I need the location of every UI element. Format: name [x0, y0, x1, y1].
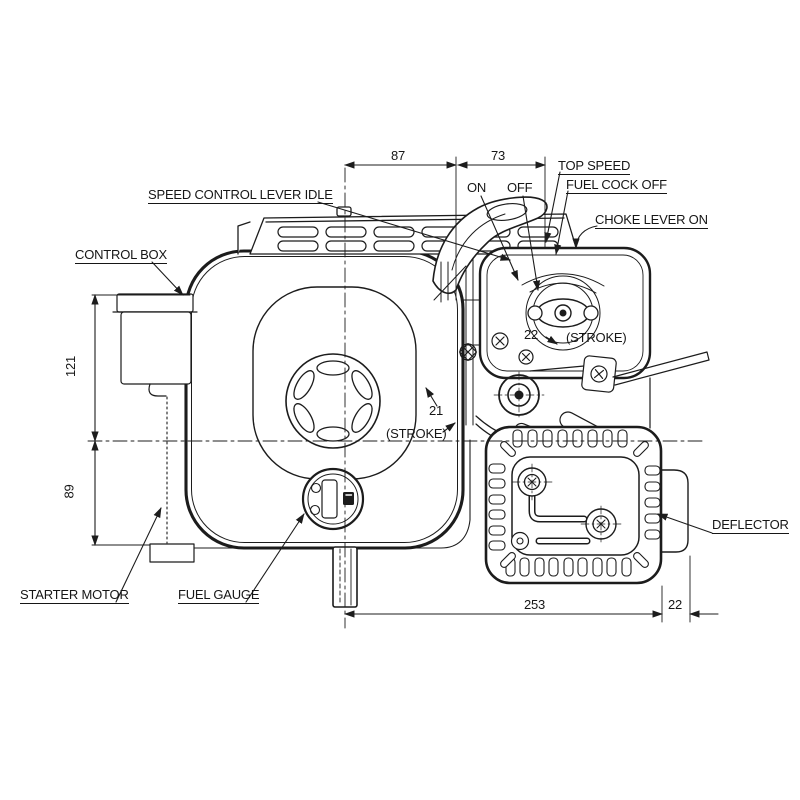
- recoil-starter: [285, 353, 381, 449]
- label-stroke-tank: (STROKE): [566, 330, 627, 345]
- governor-pivot: [493, 371, 545, 419]
- label-choke-lever-on: CHOKE LEVER ON: [595, 212, 708, 229]
- label-speed-control-lever: SPEED CONTROL LEVER IDLE: [148, 187, 333, 204]
- label-top-speed: TOP SPEED: [558, 158, 631, 175]
- starter-motor-outline: [149, 396, 471, 563]
- label-stroke-carb: (STROKE): [386, 426, 447, 441]
- centerlines: [87, 167, 706, 629]
- dim-top-right: 73: [491, 148, 506, 163]
- label-on: ON: [467, 180, 487, 195]
- leader-lines: [115, 171, 713, 603]
- label-deflector: DEFLECTOR: [712, 517, 789, 534]
- dimension-lines: [91, 156, 719, 623]
- muffler-protector: [484, 425, 663, 585]
- label-fuel-gauge: FUEL GAUGE: [178, 587, 260, 604]
- label-starter-motor: STARTER MOTOR: [20, 587, 129, 604]
- fuel-gauge-dial: [301, 467, 365, 531]
- fuel-filler-cap: [525, 275, 601, 351]
- dim-bottom-right: 22: [668, 597, 683, 612]
- throttle-bracket: [581, 355, 617, 393]
- dim-bottom-main: 253: [524, 597, 546, 612]
- dim-left-upper: 121: [63, 355, 79, 378]
- fuel-pump-icon: [343, 492, 354, 505]
- muffler-bolts: [510, 463, 622, 551]
- screws: [458, 332, 534, 365]
- control-box-shape: [112, 293, 198, 397]
- label-off: OFF: [507, 180, 533, 195]
- label-control-box: CONTROL BOX: [75, 247, 167, 264]
- label-fuel-cock-off: FUEL COCK OFF: [566, 177, 667, 194]
- dim-left-lower: 89: [61, 484, 77, 499]
- fuel-tank: [478, 246, 652, 429]
- label-stroke-tank-value: 22: [524, 327, 539, 342]
- deflector-shape: [655, 469, 689, 553]
- dim-top-left: 87: [391, 148, 406, 163]
- label-stroke-carb-value: 21: [429, 403, 444, 418]
